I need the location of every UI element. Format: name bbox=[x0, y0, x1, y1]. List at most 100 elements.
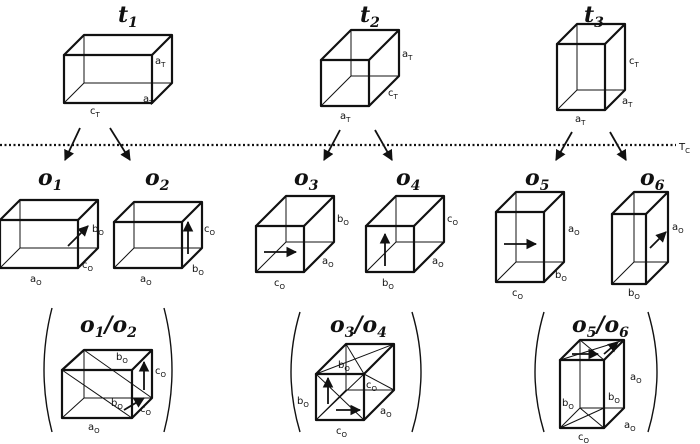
o4-axis-c: cO bbox=[447, 214, 459, 227]
twin-o1-o2-axis-c2: cO bbox=[140, 404, 152, 417]
twin-o5-o6-axis-a2: aO bbox=[624, 420, 636, 433]
o2-front-face bbox=[112, 220, 184, 270]
t3-hidden-edges bbox=[556, 24, 625, 111]
o6-axis-b: bO bbox=[628, 288, 640, 301]
twin-o5-o6-left-bracket bbox=[534, 311, 545, 433]
twin-o3-o4: o3/o4 bO cO bO aO cO bbox=[290, 311, 422, 439]
ortho-cell-o3: o3 bO aO cO bbox=[254, 165, 349, 291]
t3-axis-a1: aT bbox=[622, 96, 633, 109]
t1-axis-c: cT bbox=[90, 106, 101, 119]
twin-o1-o2-twin-planes bbox=[61, 349, 153, 419]
arrow-t2-o3 bbox=[323, 129, 341, 161]
o3-axis-b: bO bbox=[337, 214, 349, 227]
arrow-t1-o1 bbox=[64, 127, 81, 161]
arrow-t3-o5 bbox=[555, 131, 573, 161]
twin-o3-o4-axis-a: aO bbox=[380, 406, 392, 419]
o4-axis-b: bO bbox=[382, 278, 394, 291]
twin-o5-o6-axis-c: cO bbox=[578, 432, 590, 444]
o1-hidden-edges bbox=[0, 200, 98, 269]
twin-o1-o2-label: o1/o2 bbox=[80, 312, 137, 341]
o2-hidden-edges bbox=[113, 202, 202, 269]
o5-front-face bbox=[494, 210, 546, 284]
twin-o1-o2-right-bracket bbox=[163, 307, 173, 433]
o5-axis-a: aO bbox=[568, 224, 580, 237]
o6-label: o6 bbox=[640, 165, 665, 194]
o1-polarization-arrow bbox=[67, 225, 89, 247]
o1-axis-a: aO bbox=[30, 274, 42, 287]
twin-o5-o6-label: o5/o6 bbox=[572, 312, 629, 341]
twin-o1-o2-axis-b2: bO bbox=[111, 398, 123, 411]
o1-axis-c: cO bbox=[82, 260, 94, 273]
t3-front-face bbox=[555, 42, 607, 112]
o2-axis-a: aO bbox=[140, 274, 152, 287]
twin-o1-o2-top-side bbox=[60, 348, 154, 420]
twin-o1-o2-axis-c1: cO bbox=[155, 366, 167, 379]
ortho-cell-o6: o6 aO bO bbox=[610, 165, 684, 301]
twin-o3-o4-axis-c1: cO bbox=[366, 380, 378, 393]
o3-axis-a: aO bbox=[322, 256, 334, 269]
t2-hidden-edges bbox=[320, 30, 399, 107]
twin-o1-o2-arrow-2 bbox=[123, 397, 145, 411]
t2-axis-c: cT bbox=[388, 88, 399, 101]
tetragonal-cell-t2: t2 aT cT aT bbox=[319, 2, 413, 124]
twin-o5-o6-axis-b1: bO bbox=[562, 398, 574, 411]
arrow-t3-o6 bbox=[609, 131, 627, 161]
t1-axis-a1: aT bbox=[155, 56, 166, 69]
twin-o1-o2-axis-b1: bO bbox=[116, 352, 128, 365]
o4-label: o4 bbox=[396, 165, 420, 194]
transition-arrows bbox=[64, 127, 627, 161]
o6-front-face bbox=[610, 212, 648, 286]
twin-o5-o6-axis-b2: bO bbox=[608, 392, 620, 405]
ortho-cell-o4: o4 cO aO bO bbox=[364, 165, 459, 291]
twin-o1-o2: o1/o2 bO cO bO cO aO bbox=[43, 307, 173, 435]
o5-axis-c: cO bbox=[512, 288, 524, 301]
t3-label: t3 bbox=[584, 2, 604, 31]
twin-o3-o4-twin-planes bbox=[315, 343, 395, 421]
tc-label: TC bbox=[678, 142, 690, 155]
t2-label: t2 bbox=[360, 2, 380, 31]
o4-hidden-edges bbox=[365, 196, 444, 273]
t3-axis-c: cT bbox=[629, 56, 640, 69]
o3-hidden-edges bbox=[255, 196, 334, 273]
o6-axis-a: aO bbox=[672, 222, 684, 235]
o1-top-side bbox=[0, 198, 100, 270]
twin-o3-o4-right-bracket bbox=[411, 311, 422, 433]
ortho-cell-o2: o2 cO bO aO bbox=[112, 165, 216, 287]
o3-label: o3 bbox=[294, 165, 319, 194]
tetragonal-cell-t1: t1 aT aT cT bbox=[62, 2, 174, 119]
twin-o5-o6: o5/o6 aO bO bO aO cO bbox=[534, 311, 658, 444]
t2-axis-a1: aT bbox=[402, 49, 413, 62]
o2-axis-c: cO bbox=[204, 224, 216, 237]
twin-o5-o6-axis-a1: aO bbox=[630, 372, 642, 385]
twin-o1-o2-left-bracket bbox=[43, 307, 53, 433]
t1-label: t1 bbox=[118, 2, 138, 31]
arrow-t2-o4 bbox=[374, 129, 393, 161]
twin-o1-o2-axis-a: aO bbox=[88, 422, 100, 435]
o5-top-side bbox=[494, 190, 566, 284]
o1-front-face bbox=[0, 218, 80, 270]
twin-o3-o4-axis-b1: bO bbox=[338, 360, 350, 373]
arrow-t1-o2 bbox=[109, 127, 131, 161]
o5-hidden-edges bbox=[495, 192, 564, 283]
twin-o3-o4-axis-b2: bO bbox=[297, 396, 309, 409]
o1-label: o1 bbox=[38, 165, 62, 194]
twin-o3-o4-axis-c2: cO bbox=[336, 426, 348, 439]
twin-o5-o6-right-bracket bbox=[647, 311, 658, 433]
o6-polarization-arrow bbox=[649, 231, 667, 249]
o3-axis-c: cO bbox=[274, 278, 286, 291]
t2-axis-a2: aT bbox=[340, 111, 351, 124]
o5-axis-b: bO bbox=[555, 270, 567, 283]
o2-axis-b: bO bbox=[192, 264, 204, 277]
t1-top-side bbox=[62, 33, 174, 105]
t3-axis-a2: aT bbox=[575, 114, 586, 127]
o6-hidden-edges bbox=[611, 192, 668, 285]
ortho-cell-o1: o1 bO cO aO bbox=[0, 165, 104, 287]
t3-top-side bbox=[555, 22, 627, 112]
twin-o3-o4-label: o3/o4 bbox=[330, 312, 387, 341]
ortho-cell-o5: o5 aO bO cO bbox=[494, 165, 580, 301]
o5-label: o5 bbox=[525, 165, 549, 194]
t1-axis-a2: aT bbox=[143, 94, 154, 107]
o2-label: o2 bbox=[145, 165, 170, 194]
